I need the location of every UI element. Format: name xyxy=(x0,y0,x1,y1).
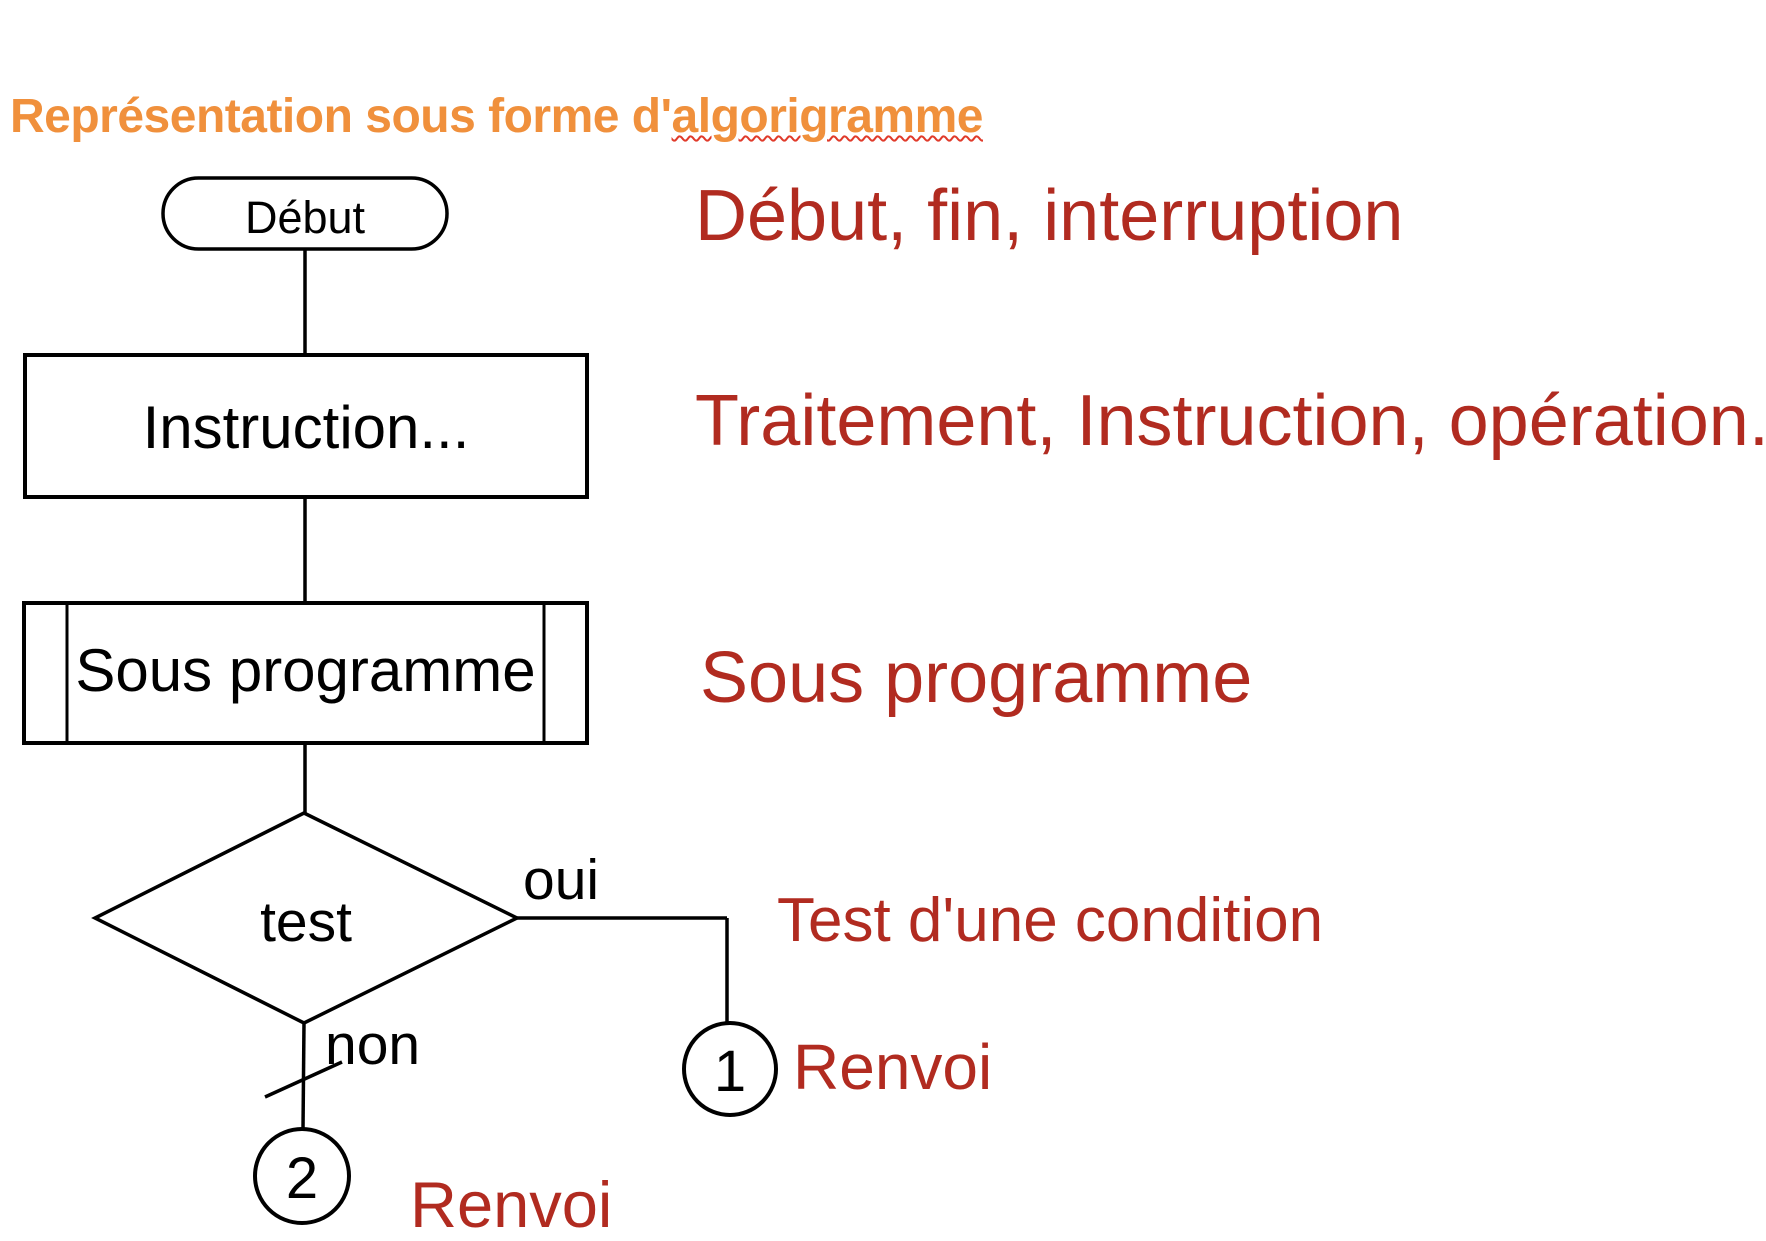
connector-1-number: 1 xyxy=(713,1039,747,1104)
legend-subroutine-label: Sous programme xyxy=(700,638,1253,718)
no-branch-vertical xyxy=(301,1022,306,1130)
connector-1-circle xyxy=(682,1021,778,1117)
legend-decision-label: Test d'une condition xyxy=(777,886,1324,955)
no-branch-label: non xyxy=(325,1013,421,1077)
page-title: Représentation sous forme d'algorigramme xyxy=(10,93,983,141)
subroutine-label: Sous programme xyxy=(75,637,536,704)
legend-connector-1-label: Renvoi xyxy=(793,1031,993,1103)
start-terminator-label: Début xyxy=(244,192,366,243)
legend-terminator-label: Début, fin, interruption xyxy=(695,176,1404,256)
connector-2-number: 2 xyxy=(285,1146,319,1211)
legend-connector-2-label: Renvoi xyxy=(410,1168,613,1241)
no-branch-slash-mark xyxy=(264,1060,343,1099)
connector-2-circle xyxy=(253,1127,351,1225)
legend-process-label: Traitement, Instruction, opération... xyxy=(695,381,1766,461)
decision-label: test xyxy=(260,890,352,954)
process-label: Instruction... xyxy=(142,394,470,461)
page-title-misspelled-word: algorigramme xyxy=(671,90,984,143)
page-title-prefix: Représentation sous forme d' xyxy=(10,90,672,143)
yes-branch-label: oui xyxy=(523,848,600,912)
